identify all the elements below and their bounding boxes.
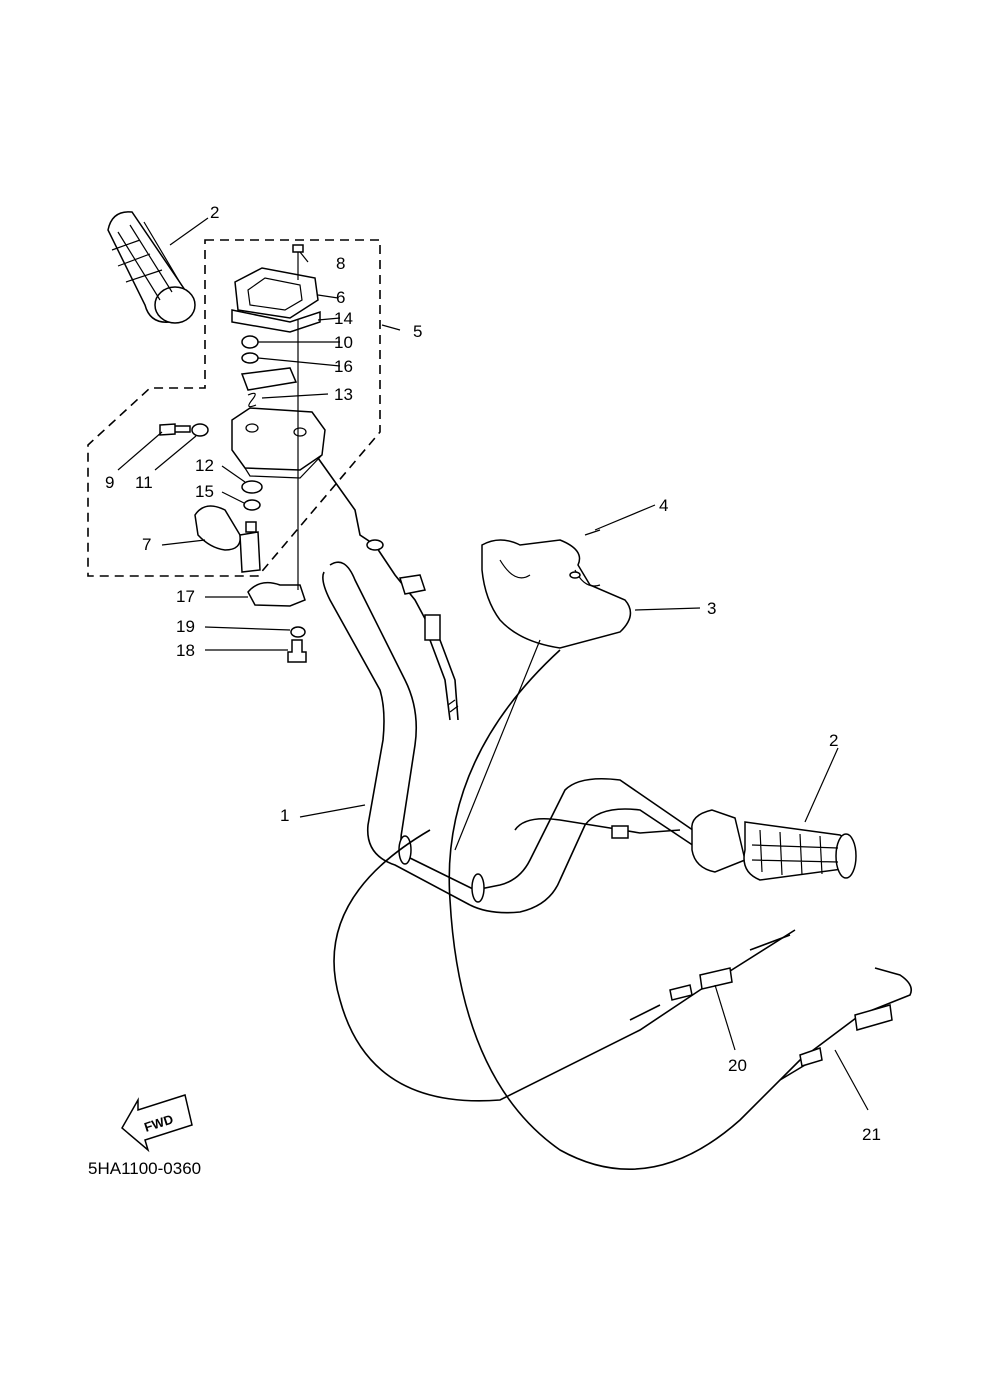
callout-2-right: 2 (829, 731, 838, 750)
callout-19: 19 (176, 617, 195, 636)
clamp-17 (247, 581, 306, 607)
callout-21: 21 (862, 1125, 881, 1144)
callout-10: 10 (334, 333, 353, 352)
fwd-arrow: FWD (121, 1094, 193, 1153)
washer-15 (243, 499, 261, 511)
callout-18: 18 (176, 641, 195, 660)
lever-holder (231, 407, 326, 479)
callout-7: 7 (142, 535, 151, 554)
callout-4: 4 (659, 496, 668, 515)
callout-13: 13 (334, 385, 353, 404)
callout-12: 12 (195, 456, 214, 475)
callout-5: 5 (413, 322, 422, 341)
bolt-9 (159, 423, 191, 436)
bolt-18 (287, 639, 307, 663)
upper-clamp (231, 244, 321, 333)
callout-6: 6 (336, 288, 345, 307)
switch-cover (481, 529, 632, 649)
cable-end (611, 825, 629, 839)
callout-14: 14 (334, 309, 353, 328)
callout-9: 9 (105, 473, 114, 492)
throttle-cable (514, 817, 681, 834)
cable-20 (333, 829, 796, 1102)
right-grip (691, 809, 857, 881)
callout-15: 15 (195, 482, 214, 501)
left-cable (317, 457, 459, 721)
callout-17: 17 (176, 587, 195, 606)
lever-7 (194, 505, 261, 573)
cable-21 (448, 649, 913, 1170)
callout-2-left: 2 (210, 203, 219, 222)
assembly-5-boundary (87, 239, 381, 577)
nut-11 (191, 423, 209, 437)
callout-1: 1 (280, 806, 289, 825)
drawing-code: 5HA1100-0360 (88, 1159, 201, 1178)
washer-12 (241, 480, 263, 494)
callout-3: 3 (707, 599, 716, 618)
washer-19 (290, 626, 306, 638)
leader-lines (117, 217, 869, 1111)
callout-16: 16 (334, 357, 353, 376)
callout-20: 20 (728, 1056, 747, 1075)
callout-11: 11 (135, 473, 153, 492)
callout-8: 8 (336, 254, 345, 273)
left-grip (107, 211, 196, 324)
